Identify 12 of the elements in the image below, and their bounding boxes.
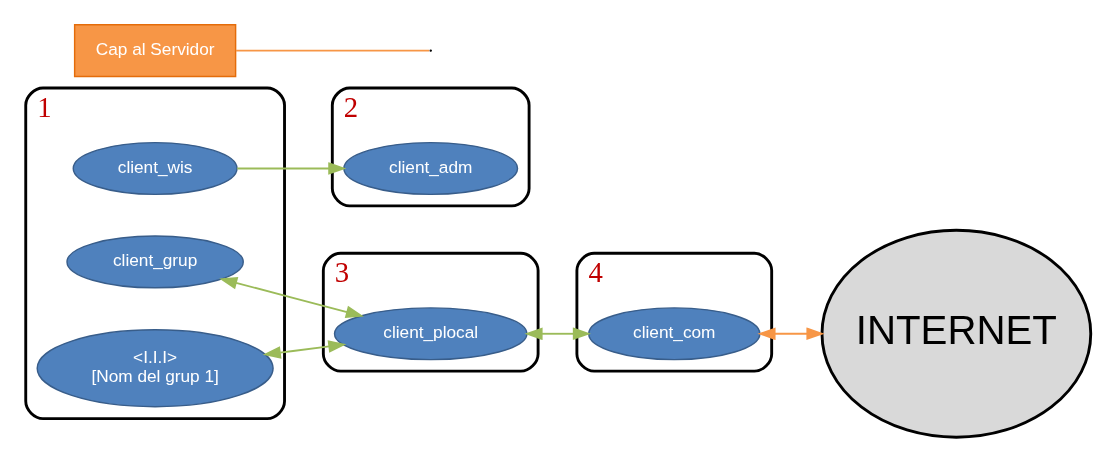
node-ellipse: client_com xyxy=(588,307,761,361)
node-box: Cap al Servidor xyxy=(73,24,237,78)
arrow xyxy=(262,340,347,359)
arrow xyxy=(219,276,364,319)
node-ellipse: INTERNET xyxy=(820,228,1093,439)
connector xyxy=(234,49,431,52)
arrow xyxy=(757,327,825,341)
arrow xyxy=(236,162,347,175)
node-ellipse: client_adm xyxy=(343,141,519,196)
node-ellipse: <I.I.I> [Nom del grup 1] xyxy=(36,329,274,408)
node-ellipse: client_wis xyxy=(72,141,238,196)
arrow xyxy=(524,327,591,341)
